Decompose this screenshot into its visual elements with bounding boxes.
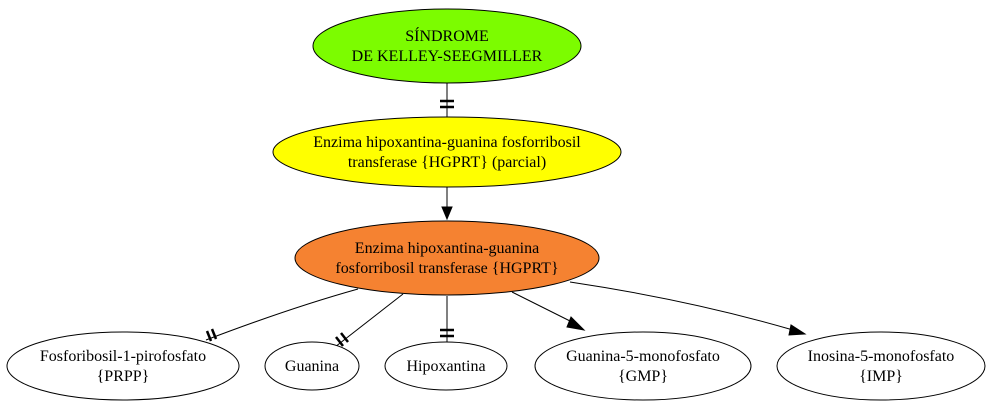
double-tick-icon xyxy=(210,328,218,340)
node-hipoxantina[interactable]: Hipoxantina xyxy=(384,341,508,391)
node-imp[interactable]: Inosina-5-monofosfato {IMP} xyxy=(776,331,986,401)
node-sindrome[interactable]: SÍNDROME DE KELLEY-SEEGMILLER xyxy=(312,8,582,84)
node-guanina-ellipse xyxy=(264,341,360,391)
edge-hgprt-to-gmp xyxy=(511,291,586,331)
node-hgprt-label-line-2: fosforribosil transferase {HGPRT} xyxy=(335,260,558,277)
node-gmp-label-line-1: Guanina-5-monofosfato xyxy=(566,348,720,365)
node-gmp-label-line-2: {GMP} xyxy=(618,368,668,385)
edge-hgprt-to-hipoxantina xyxy=(440,296,454,344)
node-hgprt-parcial-ellipse xyxy=(272,116,622,188)
node-sindrome-ellipse xyxy=(312,8,582,84)
node-hgprt-ellipse xyxy=(294,220,600,296)
node-hgprt-parcial-label-line-2: transferase {HGPRT} (parcial) xyxy=(348,154,546,171)
node-prpp-ellipse xyxy=(6,331,240,401)
double-tick-icon xyxy=(205,330,213,342)
node-sindrome-label-line-2: DE KELLEY-SEEGMILLER xyxy=(352,48,543,65)
edge-hgprt-to-imp xyxy=(569,281,807,336)
node-prpp[interactable]: Fosforibosil-1-pirofosfato {PRPP} xyxy=(6,331,240,401)
node-gmp[interactable]: Guanina-5-monofosfato {GMP} xyxy=(534,331,752,401)
arrowhead-icon xyxy=(788,324,807,336)
node-prpp-label-line-1: Fosforibosil-1-pirofosfato xyxy=(40,348,206,365)
node-hgprt-parcial[interactable]: Enzima hipoxantina-guanina fosforribosil… xyxy=(272,116,622,188)
node-imp-label-line-2: {IMP} xyxy=(859,368,903,385)
node-hgprt[interactable]: Enzima hipoxantina-guanina fosforribosil… xyxy=(294,220,600,296)
node-imp-ellipse xyxy=(776,331,986,401)
double-tick-icon xyxy=(335,336,344,347)
node-hipoxantina-ellipse xyxy=(384,341,508,391)
node-hipoxantina-label: Hipoxantina xyxy=(406,358,485,375)
node-guanina[interactable]: Guanina xyxy=(264,341,360,391)
arrowhead-icon xyxy=(566,316,586,331)
node-hgprt-label-line-1: Enzima hipoxantina-guanina xyxy=(355,240,539,257)
node-gmp-ellipse xyxy=(534,331,752,401)
edge-hgprt-to-guanina xyxy=(334,293,404,348)
double-tick-icon xyxy=(340,332,349,343)
node-imp-label-line-1: Inosina-5-monofosfato xyxy=(808,348,955,365)
edge-hgprt-parcial-to-hgprt xyxy=(441,186,453,221)
node-sindrome-label-line-1: SÍNDROME xyxy=(405,26,489,45)
edge-hgprt-to-prpp xyxy=(205,288,359,342)
arrowhead-icon xyxy=(441,206,453,221)
node-guanina-label: Guanina xyxy=(285,358,339,375)
node-prpp-label-line-2: {PRPP} xyxy=(97,368,150,385)
node-hgprt-parcial-label-line-1: Enzima hipoxantina-guanina fosforribosil xyxy=(313,134,581,151)
